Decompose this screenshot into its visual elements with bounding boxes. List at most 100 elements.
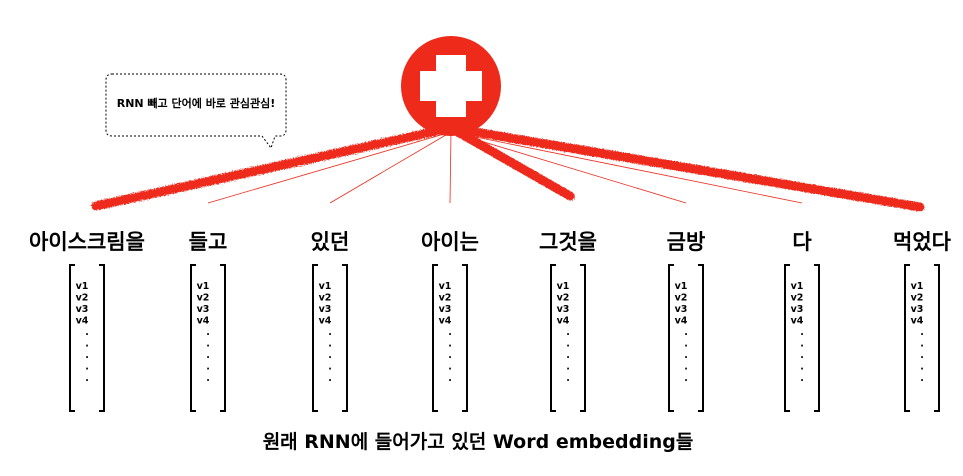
vector-ellipsis-dot: .: [684, 339, 688, 350]
vector-ellipsis-dot: .: [206, 339, 210, 350]
vector-entry: v1: [911, 281, 924, 292]
vector-ellipsis-dot: .: [684, 362, 688, 373]
vector-entry: v4: [319, 316, 332, 327]
attention-line-weak: [329, 131, 452, 204]
vector-ellipsis-dot: .: [920, 327, 924, 338]
vector-bracket-left: [668, 264, 674, 412]
vector-bracket-left: [784, 264, 790, 412]
vector-ellipsis-dot: .: [85, 327, 89, 338]
vector-entry: v4: [791, 316, 804, 327]
word-row: 아이스크림을 들고 있던 아이는 그것을 금방 다 먹었다: [29, 230, 952, 254]
vector-entry: v2: [791, 293, 804, 304]
vector-bracket-right: [99, 264, 105, 412]
vector-ellipsis-dot: .: [85, 339, 89, 350]
vector-ellipsis-dot: .: [328, 327, 332, 338]
vector-entry: v2: [439, 293, 452, 304]
vector-entry: v1: [319, 281, 332, 292]
vector-bracket-right: [220, 264, 226, 412]
vector-ellipsis-dot: .: [206, 373, 210, 384]
vector-ellipsis-dot: .: [448, 362, 452, 373]
vector-entry: v3: [557, 304, 570, 315]
caption: 원래 RNN에 들어가고 있던 Word embedding들: [263, 431, 694, 453]
vector-ellipsis-dot: .: [85, 350, 89, 361]
callout-bubble: RNN 빼고 단어에 바로 관심관심!: [105, 73, 287, 150]
word-label: 들고: [189, 230, 228, 254]
vector-bracket-left: [312, 264, 318, 412]
embedding-vector: v1v2v3v4.....: [190, 264, 226, 412]
vector-ellipsis-dot: .: [448, 327, 452, 338]
vector-bracket-right: [462, 264, 468, 412]
vector-entry: v2: [319, 293, 332, 304]
vector-entry: v4: [911, 316, 924, 327]
attention-line-weak: [449, 131, 452, 204]
vector-ellipsis-dot: .: [800, 373, 804, 384]
vector-ellipsis-dot: .: [566, 327, 570, 338]
vector-ellipsis-dot: .: [800, 327, 804, 338]
vector-entry: v4: [197, 316, 210, 327]
embedding-vector: v1v2v3v4.....: [550, 264, 586, 412]
word-label: 먹었다: [893, 230, 952, 254]
vector-entry: v1: [197, 281, 210, 292]
vector-ellipsis-dot: .: [566, 373, 570, 384]
vector-bracket-left: [550, 264, 556, 412]
vector-ellipsis-dot: .: [328, 373, 332, 384]
vector-ellipsis-dot: .: [566, 339, 570, 350]
word-label: 다: [792, 230, 812, 254]
vector-ellipsis-dot: .: [684, 327, 688, 338]
vector-bracket-left: [69, 264, 75, 412]
vector-ellipsis-dot: .: [328, 350, 332, 361]
attention-line-weak: [450, 131, 803, 204]
vector-entry: v3: [439, 304, 452, 315]
vector-ellipsis-dot: .: [206, 350, 210, 361]
word-label: 있던: [311, 230, 350, 254]
vector-bracket-right: [580, 264, 586, 412]
vector-bracket-right: [814, 264, 820, 412]
vector-entry: v2: [76, 293, 89, 304]
vector-bracket-left: [904, 264, 910, 412]
word-label: 금방: [667, 230, 706, 254]
attention-line-weak: [207, 131, 452, 204]
vector-entry: v3: [76, 304, 89, 315]
vector-entry: v1: [439, 281, 452, 292]
vector-ellipsis-dot: .: [566, 350, 570, 361]
vector-ellipsis-dot: .: [448, 350, 452, 361]
attention-line-strong: [91, 123, 456, 211]
vector-entry: v3: [319, 304, 332, 315]
vector-entry: v2: [675, 293, 688, 304]
word-label: 그것을: [539, 230, 597, 254]
vector-bracket-right: [934, 264, 940, 412]
attention-line-weak: [450, 131, 687, 204]
vector-entry: v2: [911, 293, 924, 304]
red-cross-icon: [401, 36, 501, 136]
vector-ellipsis-dot: .: [85, 373, 89, 384]
word-label: 아이는: [421, 230, 479, 254]
word-label: 아이스크림을: [29, 230, 145, 254]
embedding-vector: v1v2v3v4.....: [668, 264, 704, 412]
embedding-vector: v1v2v3v4.....: [432, 264, 468, 412]
embedding-vectors: v1v2v3v4.....v1v2v3v4.....v1v2v3v4.....v…: [69, 264, 940, 412]
vector-entry: v3: [911, 304, 924, 315]
vector-ellipsis-dot: .: [684, 373, 688, 384]
embedding-vector: v1v2v3v4.....: [69, 264, 105, 412]
vector-entry: v2: [557, 293, 570, 304]
vector-entry: v1: [557, 281, 570, 292]
vector-entry: v3: [197, 304, 210, 315]
vector-bracket-right: [342, 264, 348, 412]
vector-ellipsis-dot: .: [920, 339, 924, 350]
red-cross-horizontal-bar: [420, 71, 482, 101]
vector-ellipsis-dot: .: [328, 339, 332, 350]
vector-ellipsis-dot: .: [448, 373, 452, 384]
vector-ellipsis-dot: .: [800, 362, 804, 373]
attention-line-strong: [446, 123, 925, 212]
vector-ellipsis-dot: .: [800, 350, 804, 361]
callout-text: RNN 빼고 단어에 바로 관심관심!: [117, 96, 276, 110]
vector-entry: v1: [791, 281, 804, 292]
attention-line-strong: [446, 123, 575, 201]
vector-ellipsis-dot: .: [920, 373, 924, 384]
vector-entry: v3: [791, 304, 804, 315]
vector-ellipsis-dot: .: [684, 350, 688, 361]
embedding-vector: v1v2v3v4.....: [312, 264, 348, 412]
vector-entry: v4: [439, 316, 452, 327]
vector-ellipsis-dot: .: [328, 362, 332, 373]
vector-entry: v4: [675, 316, 688, 327]
